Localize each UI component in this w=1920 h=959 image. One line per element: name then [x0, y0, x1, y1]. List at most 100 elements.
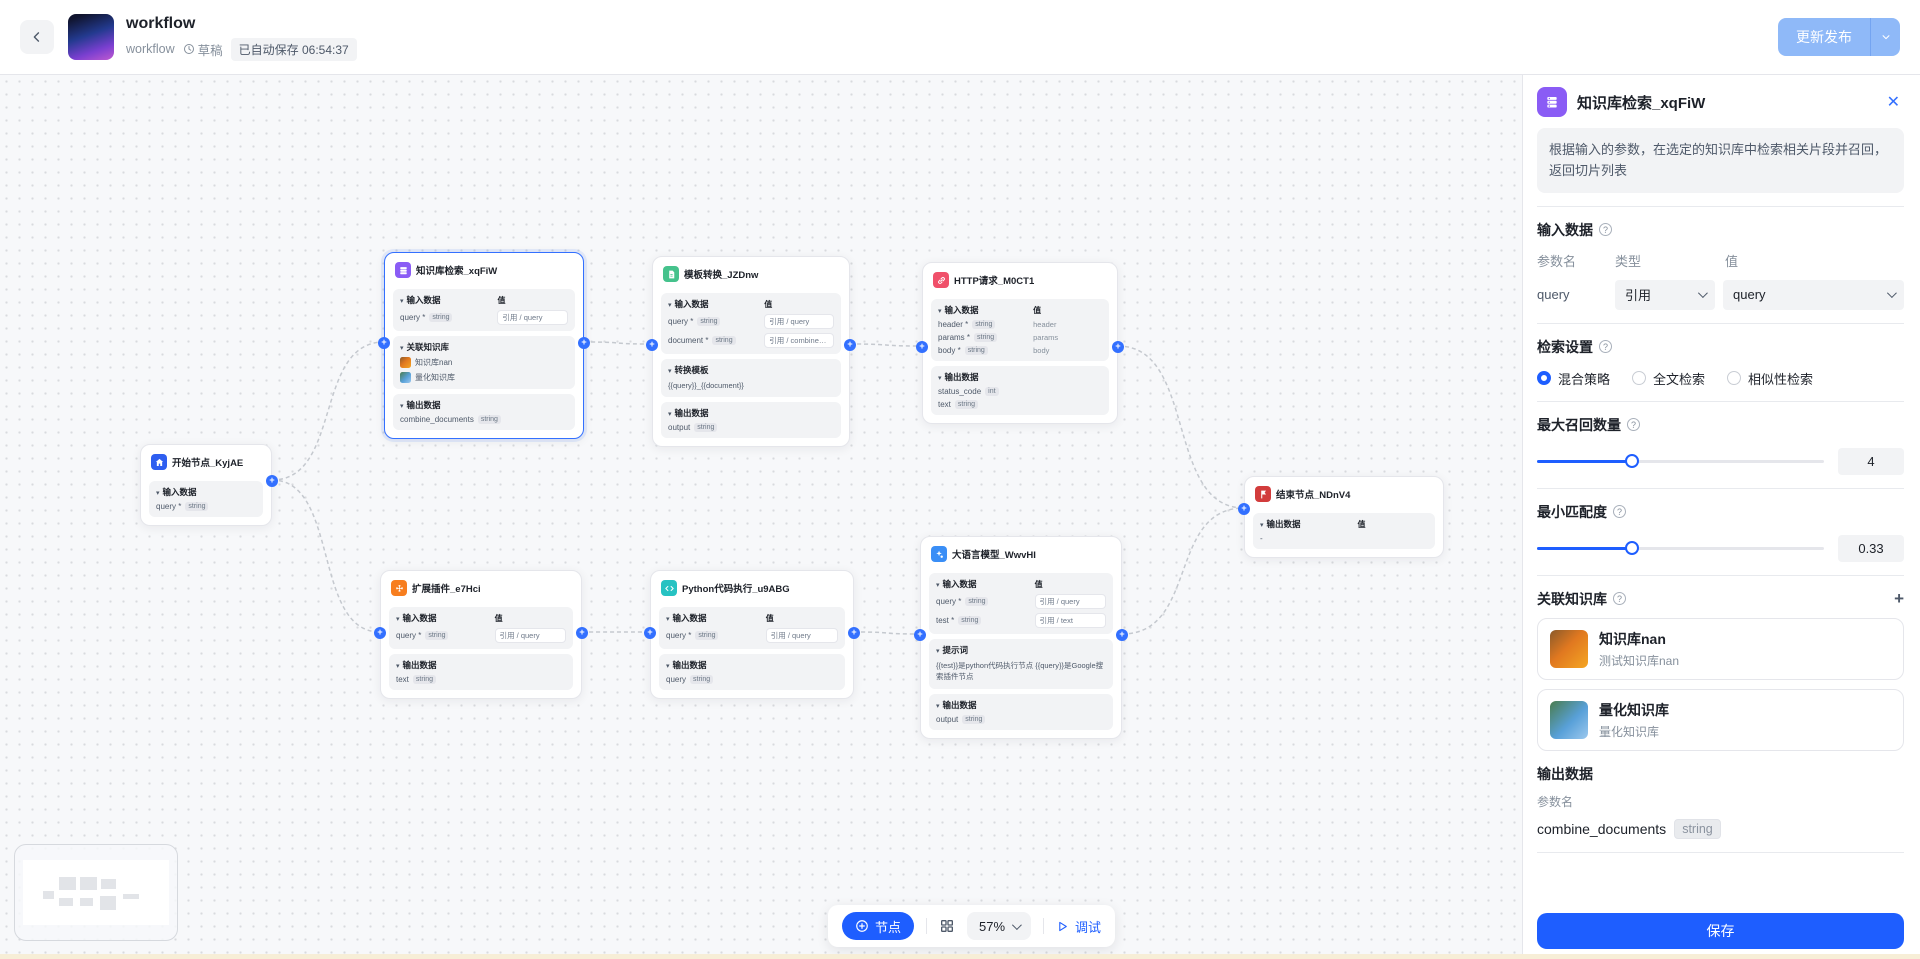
section-title[interactable]: ▾输入数据	[666, 613, 707, 623]
section-title[interactable]: ▾输出数据	[400, 400, 441, 410]
param-type-select[interactable]: 引用	[1615, 279, 1715, 310]
divider	[1537, 574, 1904, 576]
help-icon[interactable]: ?	[1627, 418, 1640, 432]
minimap-node	[43, 891, 54, 899]
section-title[interactable]: ▾输出数据	[936, 699, 977, 710]
section-title[interactable]: ▾输入数据	[156, 487, 197, 497]
kb-card-1[interactable]: 量化知识库量化知识库	[1537, 688, 1904, 751]
param-value[interactable]: 引用 / query	[765, 628, 838, 643]
connector-handle-right[interactable]: +	[1116, 629, 1128, 641]
publish-dropdown-button[interactable]	[1870, 18, 1900, 56]
minimap-node	[59, 877, 76, 890]
section-title[interactable]: ▾输出数据	[938, 372, 979, 382]
section-title[interactable]: ▾输出数据	[396, 660, 437, 670]
close-panel-button[interactable]: ✕	[1886, 94, 1900, 111]
param-value[interactable]: 引用 / query	[1034, 594, 1106, 609]
add-node-button[interactable]: 节点	[842, 912, 915, 940]
min-match-label: 最小匹配度	[1537, 503, 1607, 520]
collapse-icon: ▾	[400, 345, 404, 352]
param-value-select[interactable]: query	[1723, 279, 1904, 310]
retrieval-option-0[interactable]: 混合策略	[1537, 369, 1610, 388]
connector-handle-right[interactable]: +	[576, 627, 588, 639]
link-icon	[933, 272, 949, 288]
connector-handle-left[interactable]: +	[646, 339, 658, 351]
add-knowledge-base-button[interactable]: +	[1894, 589, 1904, 609]
connector-handle-right[interactable]: +	[844, 339, 856, 351]
workflow-node-end[interactable]: 结束节点_NDnV4▾输出数据值-+	[1238, 476, 1444, 558]
slider-thumb[interactable]	[1624, 454, 1639, 469]
param-value[interactable]: 引用 / text	[1034, 613, 1106, 628]
retrieval-option-1[interactable]: 全文检索	[1632, 369, 1705, 388]
debug-button[interactable]: 调试	[1056, 917, 1101, 936]
connector-handle-left[interactable]: +	[644, 627, 656, 639]
section-title[interactable]: ▾输入数据	[668, 299, 709, 309]
back-button[interactable]	[20, 20, 54, 54]
template-icon	[663, 266, 679, 282]
collapse-icon: ▾	[396, 663, 400, 670]
max-recall-slider[interactable]	[1537, 454, 1824, 469]
section-title[interactable]: ▾输入数据	[936, 579, 977, 589]
section-title[interactable]: ▾关联知识库	[400, 342, 450, 352]
output-param-type: string	[1674, 818, 1721, 839]
type-tag: string	[965, 597, 989, 606]
minimap[interactable]	[14, 844, 178, 941]
min-match-slider[interactable]	[1537, 541, 1824, 556]
layout-grid-button[interactable]	[939, 918, 955, 934]
help-icon[interactable]: ?	[1599, 223, 1612, 237]
help-icon[interactable]: ?	[1613, 505, 1626, 519]
retrieval-option-2[interactable]: 相似性检索	[1727, 369, 1813, 388]
section-title[interactable]: ▾输入数据	[400, 295, 441, 305]
section-title[interactable]: ▾输入数据	[938, 305, 979, 315]
param-value[interactable]: 引用 / query	[494, 628, 566, 643]
connector-handle-right[interactable]: +	[1112, 341, 1124, 353]
param-value[interactable]: 引用 / query	[497, 310, 568, 325]
type-tag: string	[185, 502, 209, 511]
section-title[interactable]: ▾输入数据	[396, 613, 437, 623]
code-icon	[661, 580, 677, 596]
type-tag: string	[690, 675, 714, 684]
slider-thumb[interactable]	[1624, 541, 1639, 556]
connector-handle-left[interactable]: +	[1238, 503, 1250, 515]
param-row: 量化知识库	[400, 372, 568, 383]
help-icon[interactable]: ?	[1613, 592, 1626, 606]
param-value[interactable]: 引用 / query	[764, 314, 834, 329]
param-name: query *	[396, 631, 422, 640]
zoom-select[interactable]: 57%	[967, 912, 1032, 940]
section-title[interactable]: ▾输出数据	[666, 660, 707, 670]
publish-button[interactable]: 更新发布	[1778, 18, 1870, 56]
draft-status: 草稿	[183, 40, 223, 59]
param-name: query *	[156, 502, 182, 511]
section-title[interactable]: ▾转换模板	[668, 365, 709, 375]
param-name: query *	[666, 631, 692, 640]
type-tag: string	[412, 675, 437, 684]
section-title[interactable]: ▾输出数据	[668, 408, 709, 419]
param-name: output	[936, 714, 959, 724]
connector-handle-right[interactable]: +	[848, 627, 860, 639]
type-tag: string	[954, 400, 979, 409]
connector-handle-left[interactable]: +	[914, 629, 926, 641]
save-button[interactable]: 保存	[1537, 913, 1904, 949]
connector-handle-right[interactable]: +	[578, 337, 590, 349]
connector-handle-left[interactable]: +	[378, 337, 390, 349]
section-title[interactable]: ▾输出数据	[1260, 519, 1301, 529]
connector-handle-right[interactable]: +	[266, 475, 278, 487]
connector-handle-left[interactable]: +	[916, 341, 928, 353]
param-name: query *	[936, 597, 962, 606]
section-title[interactable]: ▾提示词	[936, 645, 969, 655]
param-value[interactable]: 引用 / combine_d...	[764, 333, 834, 348]
connector-handle-left[interactable]: +	[374, 627, 386, 639]
help-icon[interactable]: ?	[1599, 340, 1612, 354]
